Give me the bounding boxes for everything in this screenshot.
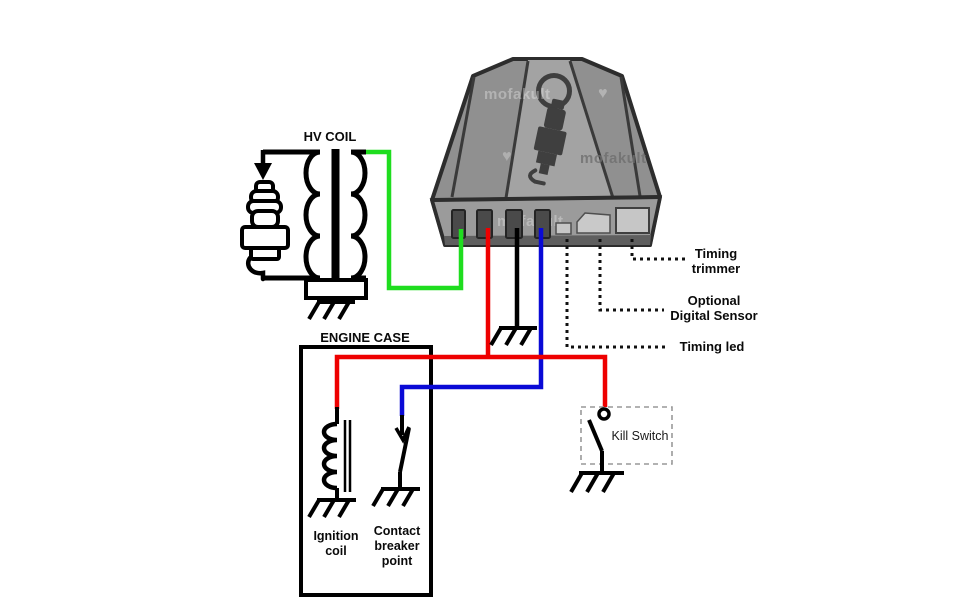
transformer-core: [331, 149, 340, 281]
timing-led-label: Timing led: [680, 339, 745, 354]
ground-icon: [569, 471, 624, 494]
ground-icon: [307, 300, 355, 321]
cdi-bottom-edge: [444, 235, 651, 245]
watermark-text: mofakult: [484, 86, 551, 103]
kill-switch-box: [580, 406, 673, 465]
wire-red: [334, 228, 608, 409]
digital-sensor-connector: [576, 212, 611, 234]
contact-breaker-label: point: [382, 554, 413, 568]
timing-trimmer-connector: [615, 207, 650, 234]
hv-coil-transformer-icon: HV COIL: [262, 129, 368, 321]
wire-green: [363, 149, 464, 291]
secondary-winding: [350, 149, 368, 281]
kill-switch-label: Kill Switch: [612, 429, 669, 443]
ground-icon: [371, 487, 420, 508]
kill-switch-icon: [587, 407, 611, 473]
timing-trimmer-label: trimmer: [692, 261, 740, 276]
dotted-line-digital-sensor: [598, 239, 664, 312]
contact-breaker-label: Contact: [374, 524, 421, 538]
engine-case-label: ENGINE CASE: [320, 330, 410, 345]
ignition-coil-icon: Ignition coil: [307, 407, 359, 558]
down-arrow-icon: [254, 163, 272, 180]
dotted-line-timing-trimmer: [630, 239, 687, 261]
contact-breaker-icon: Contact breaker point: [371, 415, 421, 568]
kill-switch: Kill Switch: [569, 406, 673, 494]
ignition-coil-label: coil: [325, 544, 347, 558]
spark-plug-icon: [240, 150, 290, 282]
dotted-line-timing-led: [565, 239, 666, 349]
cdi-ridge-lines: [450, 60, 642, 199]
ignition-coil-label: Ignition: [313, 529, 358, 543]
timing-led-window: [555, 222, 572, 235]
wire-blue: [399, 228, 544, 416]
heart-watermark-icon: ♥: [502, 148, 512, 165]
heart-watermark-icon: ♥: [598, 85, 608, 102]
ground-icon: [307, 498, 356, 519]
primary-winding: [262, 149, 321, 281]
hv-coil-label: HV COIL: [304, 129, 357, 144]
digital-sensor-label: Optional: [688, 293, 741, 308]
ground-icon: [489, 326, 537, 347]
cdi-front-ridge: [431, 195, 661, 202]
spark-plug-logo-icon: [528, 73, 572, 186]
connector-slot-black: [505, 209, 523, 239]
watermark-text: mofakult: [580, 150, 647, 167]
transformer-base: [304, 278, 368, 300]
contact-breaker-label: breaker: [374, 539, 419, 553]
cdi-unit: mofakult ♥ mofakult ♥ mofakult ♥: [429, 57, 663, 247]
digital-sensor-label: Digital Sensor: [670, 308, 757, 323]
timing-trimmer-label: Timing: [695, 246, 737, 261]
